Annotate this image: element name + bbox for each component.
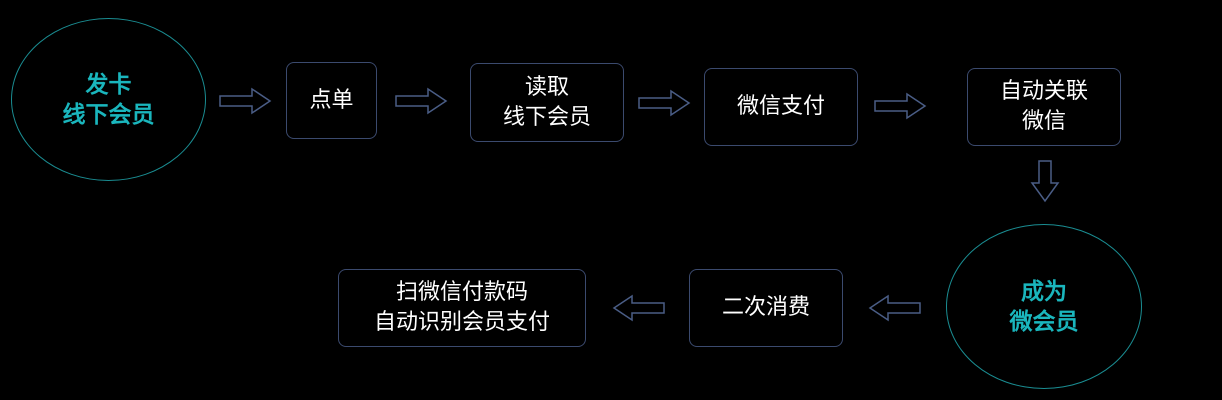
result-circle-become-micro-member: 成为 微会员 [946, 224, 1142, 389]
step-scan-wechat-pay-code: 扫微信付款码 自动识别会员支付 [338, 269, 586, 347]
step-auto-link-line2: 微信 [1021, 109, 1066, 134]
start-circle-line1: 发卡 [85, 71, 132, 98]
step-read-offline-member: 读取 线下会员 [470, 63, 624, 142]
step-wechat-pay: 微信支付 [704, 68, 858, 146]
result-circle-line2: 微会员 [1009, 308, 1079, 335]
arrow-right-icon [874, 92, 927, 120]
step-read-line2: 线下会员 [502, 104, 591, 130]
arrow-down-icon [1030, 160, 1060, 203]
step-scan-code-line2: 自动识别会员支付 [373, 310, 550, 335]
start-circle-line2: 线下会员 [62, 101, 155, 128]
step-order: 点单 [286, 62, 377, 139]
step-read-line1: 读取 [524, 74, 569, 100]
step-second-purchase: 二次消费 [689, 269, 843, 347]
step-auto-link-line1: 自动关联 [999, 79, 1088, 104]
step-order-label: 点单 [309, 87, 354, 113]
step-auto-link-wechat: 自动关联 微信 [967, 68, 1121, 146]
arrow-left-icon [612, 294, 665, 322]
arrow-right-icon [219, 87, 272, 115]
start-circle-issue-card: 发卡 线下会员 [11, 18, 206, 181]
arrow-right-icon [638, 89, 691, 117]
step-wechat-pay-label: 微信支付 [736, 94, 825, 119]
step-scan-code-line1: 扫微信付款码 [395, 280, 528, 305]
result-circle-line1: 成为 [1021, 278, 1067, 305]
step-second-purchase-label: 二次消费 [721, 295, 810, 320]
arrow-left-icon [868, 294, 921, 322]
arrow-right-icon [395, 87, 448, 115]
